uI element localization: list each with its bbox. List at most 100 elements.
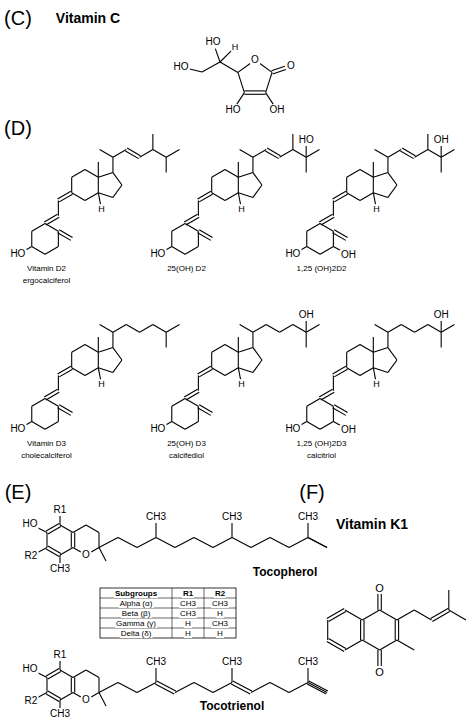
bond-line: [373, 348, 388, 353]
bond-line: [267, 148, 280, 156]
bond-line: [190, 69, 202, 72]
atom-label: HO: [22, 519, 39, 529]
atom-label: HO: [284, 249, 301, 259]
bond-line: [58, 191, 71, 199]
bond-line: [308, 683, 327, 693]
compound-name: ergocalciferol: [22, 277, 72, 285]
bond-line: [46, 549, 59, 557]
atom-label: CH3: [221, 657, 243, 667]
table-rule: [100, 628, 236, 629]
table-cell: CH3: [179, 610, 197, 618]
molecule-title: Vitamin C: [55, 11, 121, 25]
bond-line: [212, 193, 225, 201]
bond-line: [85, 368, 98, 376]
bond-line: [199, 405, 212, 413]
bond-line: [125, 151, 138, 159]
table-cell: R1: [182, 590, 194, 598]
bond-line: [253, 173, 262, 185]
bond-line: [381, 594, 382, 610]
compound-name: calcifediol: [168, 452, 205, 460]
atom-label: HO: [149, 424, 166, 434]
bond-line: [360, 368, 373, 376]
compound-name: Vitamin D3: [26, 440, 67, 448]
bond-line: [373, 193, 375, 205]
bond-line: [346, 352, 347, 367]
atom-label: HO: [173, 62, 190, 72]
bond-line: [238, 368, 240, 380]
molecule-title: Vitamin K1: [335, 517, 409, 531]
panel-letter: (D): [3, 118, 33, 138]
table-cell: H: [216, 610, 224, 618]
bond-line: [319, 214, 332, 222]
atom-label: O: [250, 55, 260, 65]
bond-line: [362, 640, 379, 650]
bond-line: [377, 594, 378, 610]
bond-line: [380, 640, 397, 650]
bond-line: [112, 157, 113, 172]
bond-line: [244, 90, 265, 91]
bond-line: [199, 194, 212, 202]
bond-line: [333, 408, 346, 416]
bond-line: [387, 157, 388, 172]
bond-line: [238, 348, 253, 353]
bond-line: [293, 324, 306, 332]
bond-line: [137, 538, 156, 548]
atom-label: CH3: [145, 657, 167, 667]
bond-line: [85, 170, 98, 178]
bond-line: [270, 683, 289, 693]
bond-line: [48, 546, 61, 554]
bond-line: [98, 193, 113, 198]
bond-line: [212, 345, 225, 353]
bond-line: [72, 368, 85, 376]
table-rule: [100, 588, 236, 638]
bond-line: [238, 64, 250, 73]
bond-line: [98, 173, 113, 178]
bond-line: [85, 345, 98, 353]
bond-line: [46, 669, 59, 677]
table-cell: Alpha (α): [119, 600, 154, 608]
bond-line: [427, 134, 428, 149]
bond-line: [238, 177, 239, 192]
bond-line: [238, 173, 253, 178]
table-cell: CH3: [211, 600, 229, 608]
atom-label: H: [231, 43, 240, 52]
bond-line: [72, 345, 85, 353]
bond-line: [212, 368, 225, 376]
bond-line: [58, 375, 59, 390]
bond-line: [100, 324, 113, 332]
bond-line: [441, 332, 442, 347]
bond-line: [60, 525, 73, 533]
bond-line: [280, 149, 293, 157]
atom-label: HO: [205, 37, 222, 47]
bond-line: [449, 610, 466, 620]
bond-line: [186, 392, 199, 400]
bond-line: [211, 177, 212, 192]
table-cell: H: [184, 630, 192, 638]
panel-letter: (F): [298, 482, 326, 502]
bond-line: [113, 360, 122, 372]
bond-line: [388, 360, 397, 372]
compound-name: cholecalciferol: [20, 452, 73, 460]
bond-line: [363, 620, 364, 640]
bond-line: [373, 173, 388, 178]
bond-line: [72, 193, 85, 201]
bond-line: [98, 368, 113, 373]
bond-line: [91, 548, 99, 553]
atom-label: HO: [9, 249, 26, 259]
atom-label: OH: [340, 425, 357, 435]
atom-label: H: [372, 380, 381, 389]
bond-line: [289, 538, 308, 548]
bond-line: [91, 693, 99, 698]
bond-line: [251, 683, 270, 693]
bond-line: [307, 422, 320, 430]
bond-line: [99, 538, 118, 548]
bond-line: [199, 230, 212, 238]
bond-line: [118, 538, 137, 548]
bond-line: [292, 134, 293, 149]
bond-line: [415, 149, 428, 157]
bond-line: [270, 538, 289, 548]
bond-line: [98, 348, 113, 353]
bond-line: [98, 337, 99, 352]
bond-line: [307, 684, 326, 694]
